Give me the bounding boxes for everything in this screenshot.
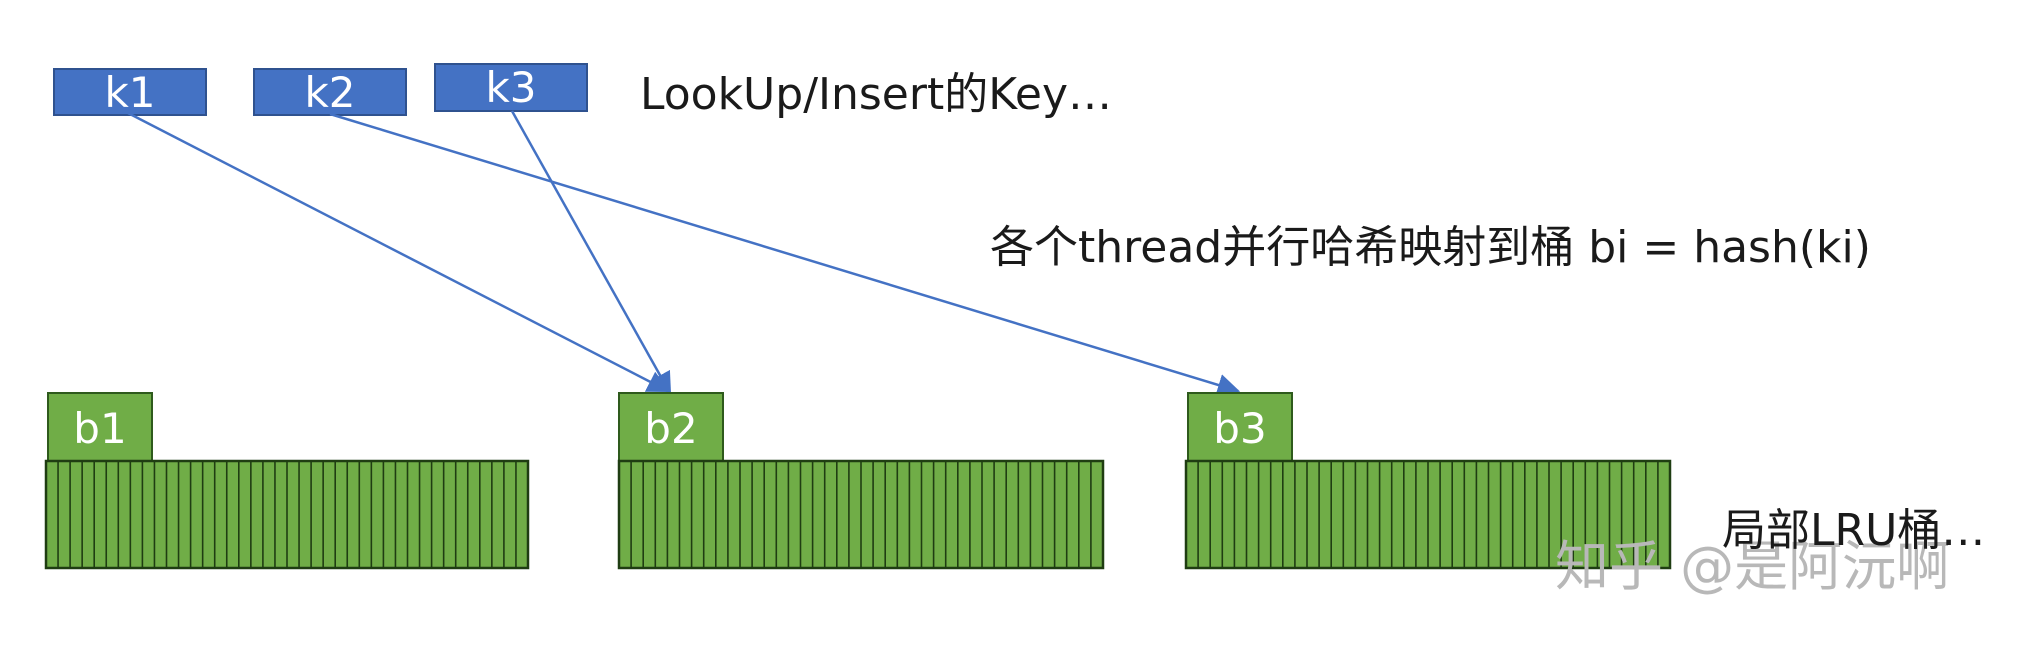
arrow-k1-to-b2 [127, 111, 671, 393]
key-box-k3: k3 [434, 63, 588, 112]
bucket-strip-b2 [617, 459, 1105, 570]
key-box-k2: k2 [253, 68, 407, 117]
key-label-k1: k1 [104, 68, 155, 117]
key-label-k3: k3 [485, 63, 536, 112]
bucket-tab-b3: b3 [1187, 392, 1293, 462]
bucket-label-b1: b1 [73, 404, 126, 453]
hash-caption: 各个thread并行哈希映射到桶 bi = hash(ki) [990, 222, 1871, 273]
bucket-label-b3: b3 [1213, 404, 1266, 453]
lru-caption: 局部LRU桶… [1722, 505, 1985, 556]
bucket-strip-b3 [1184, 459, 1672, 570]
arrow-k3-to-b2 [510, 110, 672, 395]
key-box-k1: k1 [53, 68, 207, 117]
bucket-tab-b2: b2 [618, 392, 724, 462]
bucket-tab-b1: b1 [47, 392, 153, 462]
bucket-strip-b1 [44, 459, 530, 570]
arrow-k2-to-b3 [329, 112, 1241, 396]
bucket-label-b2: b2 [644, 404, 697, 453]
keys-caption: LookUp/Insert的Key… [640, 69, 1112, 120]
watermark: 知乎 @是阿沅啊 [1555, 535, 1950, 598]
key-label-k2: k2 [304, 68, 355, 117]
